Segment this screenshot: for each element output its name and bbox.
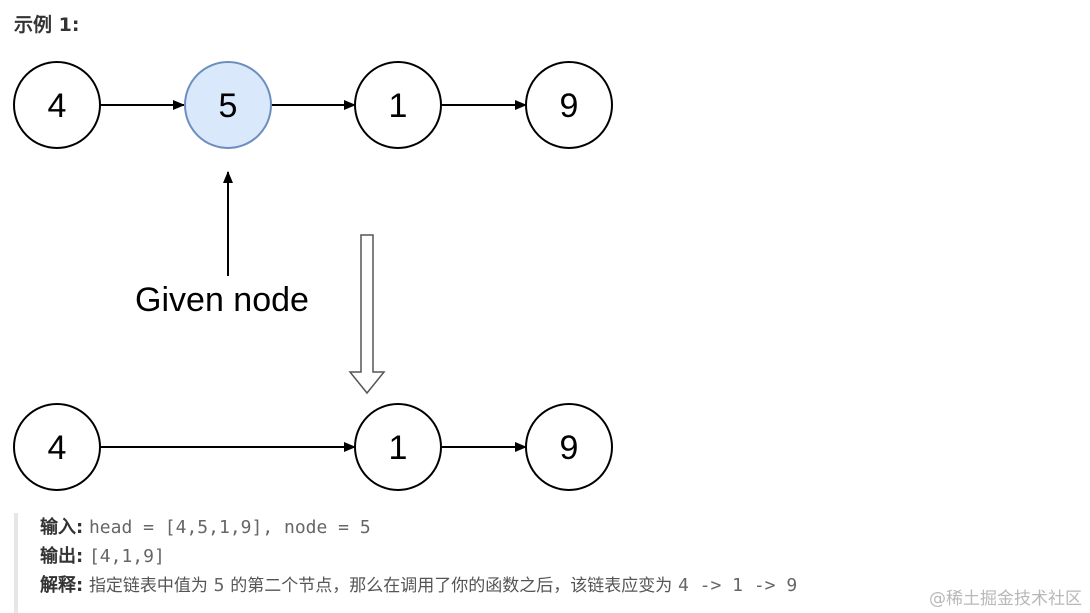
- bottom-node-1-label: 4: [48, 429, 67, 467]
- top-node-2-highlighted: 5: [184, 61, 272, 149]
- top-node-3-label: 1: [389, 87, 408, 125]
- given-node-label: Given node: [135, 281, 309, 319]
- top-node-1: 4: [13, 61, 101, 149]
- highlighted-node-circle: [184, 61, 272, 149]
- bottom-node-2-label: 1: [389, 429, 408, 467]
- bottom-node-3: 9: [525, 403, 613, 491]
- explanation-text-1: 指定链表中值为: [88, 576, 208, 596]
- output-label: 输出:: [40, 546, 84, 567]
- example-block: 输入: head = [4,5,1,9], node = 5 输出: [4,1,…: [14, 513, 1074, 613]
- transition-arrow: [348, 234, 386, 395]
- explanation-text-2: 的第二个节点，那么在调用了你的函数之后，该链表应变为: [230, 576, 673, 596]
- top-node-2-label: 5: [219, 87, 238, 125]
- linked-list-diagram: 4 5 1 9 Given node 4 1 9: [13, 61, 613, 491]
- bottom-node-3-label: 9: [560, 429, 579, 467]
- explanation-line: 解释: 指定链表中值为 5 的第二个节点，那么在调用了你的函数之后，该链表应变为…: [40, 571, 1074, 600]
- input-value: head = [4,5,1,9], node = 5: [88, 517, 371, 538]
- output-value: [4,1,9]: [88, 546, 165, 567]
- top-node-4: 9: [525, 61, 613, 149]
- output-line: 输出: [4,1,9]: [40, 542, 1074, 571]
- bottom-node-1: 4: [13, 403, 101, 491]
- explanation-code-1: 5: [213, 575, 225, 596]
- watermark: @稀土掘金技术社区: [929, 589, 1082, 609]
- explanation-label: 解释:: [40, 575, 84, 596]
- input-line: 输入: head = [4,5,1,9], node = 5: [40, 513, 1074, 542]
- top-node-1-label: 4: [48, 87, 67, 125]
- input-label: 输入:: [40, 517, 84, 538]
- top-node-4-label: 9: [560, 87, 579, 125]
- explanation-code-2: 4 -> 1 -> 9: [677, 575, 798, 596]
- top-node-3: 1: [354, 61, 442, 149]
- example-title: 示例 1:: [14, 14, 80, 36]
- bottom-node-2: 1: [354, 403, 442, 491]
